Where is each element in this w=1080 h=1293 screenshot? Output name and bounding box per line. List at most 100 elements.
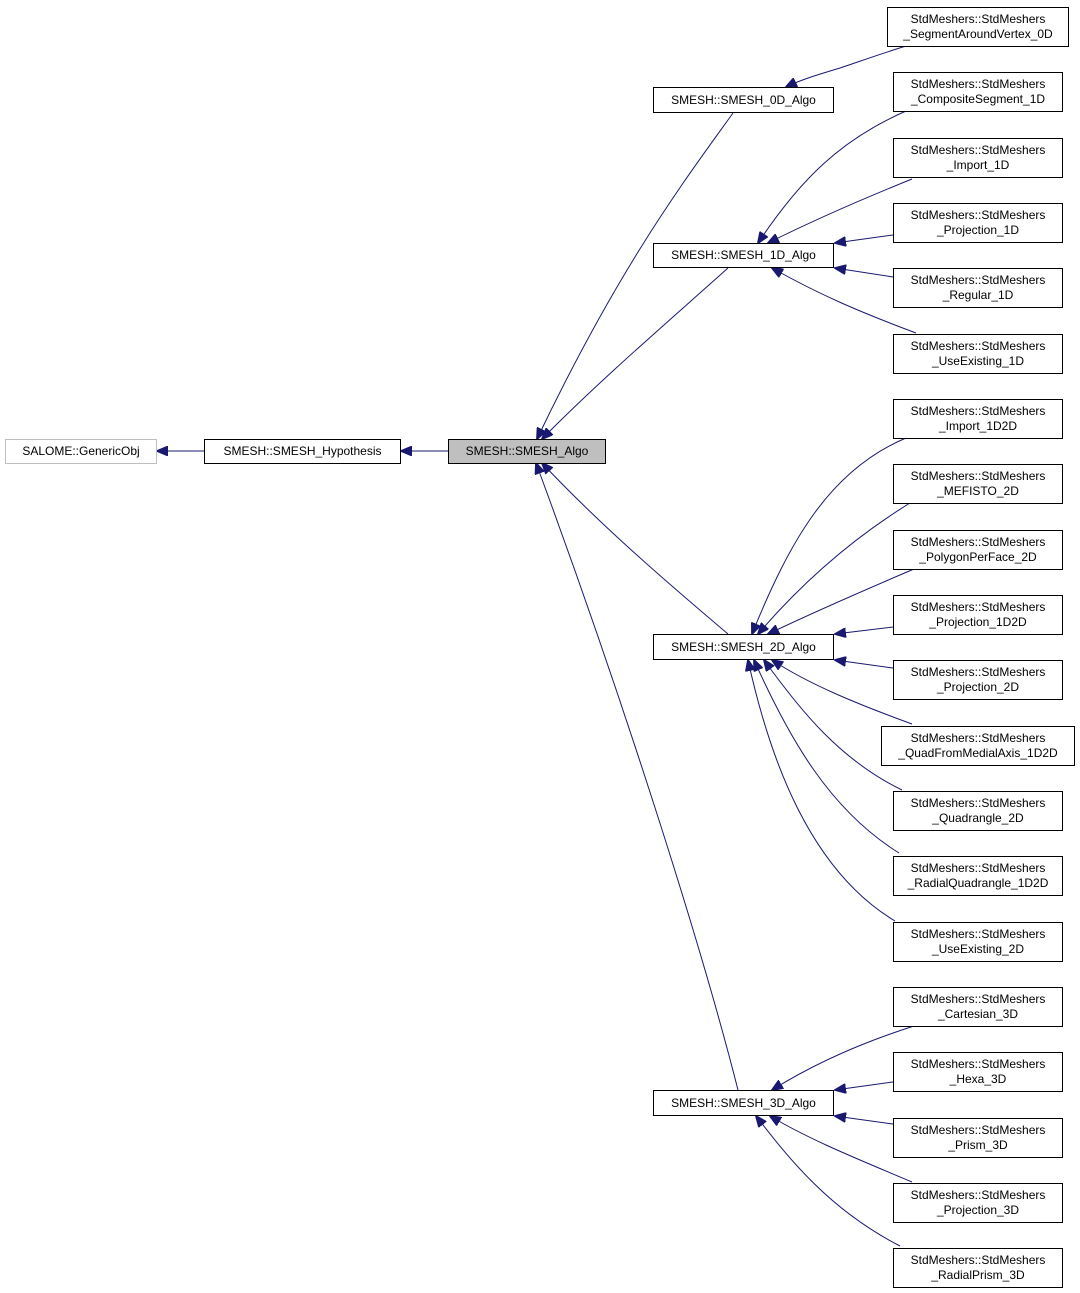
node-label-line-1: StdMeshers::StdMeshers bbox=[910, 404, 1046, 418]
node-label-line-1: StdMeshers::StdMeshers bbox=[910, 665, 1046, 679]
node-use-existing-2d[interactable]: StdMeshers::StdMeshers _UseExisting_2D bbox=[893, 922, 1063, 962]
edge-radialquadrangle-to-2d bbox=[754, 660, 900, 854]
node-label: SMESH::SMESH_0D_Algo bbox=[671, 92, 816, 107]
node-label-line-1: StdMeshers::StdMeshers bbox=[910, 1123, 1046, 1137]
node-label-line-2: _UseExisting_2D bbox=[931, 942, 1025, 956]
node-label-line-2: _Projection_1D2D bbox=[929, 615, 1027, 629]
edge-projection1d2d-to-2d bbox=[835, 626, 894, 634]
node-label: SMESH::SMESH_Algo bbox=[465, 444, 589, 458]
edge-prism-to-3d bbox=[835, 1116, 894, 1125]
node-label-line-1: StdMeshers::StdMeshers bbox=[910, 208, 1046, 222]
edge-segaroundvertex-to-0d bbox=[786, 45, 907, 87]
edge-3d-to-algo bbox=[536, 463, 739, 1091]
node-label-line-1: StdMeshers::StdMeshers bbox=[910, 992, 1046, 1006]
node-import-1d[interactable]: StdMeshers::StdMeshers _Import_1D bbox=[893, 138, 1063, 178]
node-label-line-1: StdMeshers::StdMeshers bbox=[910, 535, 1046, 549]
edge-radialprism-to-3d bbox=[756, 1116, 901, 1247]
node-label-line-1: StdMeshers::StdMeshers bbox=[910, 796, 1046, 810]
node-composite-segment-1d[interactable]: StdMeshers::StdMeshers _CompositeSegment… bbox=[893, 72, 1063, 112]
node-use-existing-1d[interactable]: StdMeshers::StdMeshers _UseExisting_1D bbox=[893, 334, 1063, 374]
node-radial-quadrangle-1d2d[interactable]: StdMeshers::StdMeshers _RadialQuadrangle… bbox=[893, 856, 1063, 896]
edge-compositesegment-to-1d bbox=[758, 110, 907, 243]
edge-projection3d-to-3d bbox=[770, 1116, 913, 1183]
node-label-line-1: StdMeshers::StdMeshers bbox=[910, 143, 1046, 157]
inheritance-edges bbox=[157, 45, 917, 1247]
node-label-line-2: _Projection_1D bbox=[936, 223, 1020, 237]
node-label-line-2: _Hexa_3D bbox=[949, 1072, 1007, 1086]
edge-1d-to-algo bbox=[542, 267, 729, 439]
node-mefisto-2d[interactable]: StdMeshers::StdMeshers _MEFISTO_2D bbox=[893, 464, 1063, 504]
node-label-line-1: StdMeshers::StdMeshers bbox=[910, 927, 1046, 941]
node-quad-from-medial-axis-1d2d[interactable]: StdMeshers::StdMeshers _QuadFromMedialAx… bbox=[881, 726, 1075, 766]
node-label-line-1: StdMeshers::StdMeshers bbox=[910, 1057, 1046, 1071]
node-label-line-2: _Import_1D2D bbox=[938, 419, 1018, 433]
node-label-line-2: _CompositeSegment_1D bbox=[910, 92, 1046, 106]
node-label-line-2: _Regular_1D bbox=[942, 288, 1014, 302]
edge-quadfrommedial-to-2d bbox=[772, 660, 913, 725]
node-label-line-2: _Cartesian_3D bbox=[937, 1007, 1019, 1021]
node-quadrangle-2d[interactable]: StdMeshers::StdMeshers _Quadrangle_2D bbox=[893, 791, 1063, 831]
node-cartesian-3d[interactable]: StdMeshers::StdMeshers _Cartesian_3D bbox=[893, 987, 1063, 1027]
edge-projection2d-to-2d bbox=[835, 660, 894, 669]
node-label: SMESH::SMESH_Hypothesis bbox=[223, 444, 382, 458]
edge-0d-to-algo bbox=[537, 112, 734, 439]
node-label-line-2: _RadialPrism_3D bbox=[931, 1268, 1025, 1282]
node-label-line-2: _Projection_3D bbox=[936, 1203, 1020, 1217]
node-smesh-algo: SMESH::SMESH_Algo bbox=[448, 439, 606, 464]
node-label-line-2: _SegmentAroundVertex_0D bbox=[903, 27, 1053, 41]
node-label-line-1: StdMeshers::StdMeshers bbox=[910, 1188, 1046, 1202]
node-smesh-2d-algo[interactable]: SMESH::SMESH_2D_Algo bbox=[653, 634, 834, 660]
node-label-line-1: StdMeshers::StdMeshers bbox=[910, 77, 1046, 91]
node-label-line-1: StdMeshers::StdMeshers bbox=[910, 861, 1046, 875]
node-prism-3d[interactable]: StdMeshers::StdMeshers _Prism_3D bbox=[893, 1118, 1063, 1158]
node-projection-1d[interactable]: StdMeshers::StdMeshers _Projection_1D bbox=[893, 203, 1063, 243]
node-label-line-2: _PolygonPerFace_2D bbox=[919, 550, 1037, 564]
node-label-line-1: StdMeshers::StdMeshers bbox=[910, 469, 1046, 483]
node-label-line-1: StdMeshers::StdMeshers bbox=[910, 339, 1046, 353]
edge-import1d-to-1d bbox=[768, 178, 913, 243]
node-label-line-1: StdMeshers::StdMeshers bbox=[910, 731, 1046, 745]
node-import-1d2d[interactable]: StdMeshers::StdMeshers _Import_1D2D bbox=[893, 399, 1063, 439]
node-smesh-3d-algo[interactable]: SMESH::SMESH_3D_Algo bbox=[653, 1090, 834, 1116]
node-smesh-1d-algo[interactable]: SMESH::SMESH_1D_Algo bbox=[653, 243, 834, 268]
node-label-line-1: StdMeshers::StdMeshers bbox=[910, 1253, 1046, 1267]
node-label-line-2: _UseExisting_1D bbox=[931, 354, 1025, 368]
node-label-line-2: _Prism_3D bbox=[948, 1138, 1008, 1152]
edge-cartesian-to-3d bbox=[772, 1025, 915, 1090]
node-radial-prism-3d[interactable]: StdMeshers::StdMeshers _RadialPrism_3D bbox=[893, 1248, 1063, 1288]
edge-projection1d-to-1d bbox=[835, 234, 894, 243]
node-label: SALOME::GenericObj bbox=[22, 444, 140, 458]
edge-polygonperface-to-2d bbox=[768, 568, 915, 634]
node-label: SMESH::SMESH_1D_Algo bbox=[671, 248, 816, 262]
node-label-line-1: StdMeshers::StdMeshers bbox=[910, 12, 1046, 26]
node-segment-around-vertex-0d[interactable]: StdMeshers::StdMeshers _SegmentAroundVer… bbox=[887, 7, 1069, 47]
edge-useexisting1d-to-1d bbox=[772, 268, 917, 334]
edge-regular1d-to-1d bbox=[835, 268, 894, 278]
node-projection-3d[interactable]: StdMeshers::StdMeshers _Projection_3D bbox=[893, 1183, 1063, 1223]
node-label: SMESH::SMESH_2D_Algo bbox=[671, 639, 816, 654]
node-smesh-hypothesis[interactable]: SMESH::SMESH_Hypothesis bbox=[204, 439, 401, 464]
node-label-line-2: _Projection_2D bbox=[936, 680, 1020, 694]
node-hexa-3d[interactable]: StdMeshers::StdMeshers _Hexa_3D bbox=[893, 1052, 1063, 1092]
node-label-line-2: _MEFISTO_2D bbox=[937, 484, 1019, 498]
node-polygon-per-face-2d[interactable]: StdMeshers::StdMeshers _PolygonPerFace_2… bbox=[893, 530, 1063, 570]
node-label-line-1: StdMeshers::StdMeshers bbox=[910, 273, 1046, 287]
edge-import1d2d-to-2d bbox=[752, 437, 907, 634]
node-projection-2d[interactable]: StdMeshers::StdMeshers _Projection_2D bbox=[893, 660, 1063, 700]
edge-hexa-to-3d bbox=[835, 1081, 894, 1090]
node-projection-1d2d[interactable]: StdMeshers::StdMeshers _Projection_1D2D bbox=[893, 595, 1063, 635]
node-regular-1d[interactable]: StdMeshers::StdMeshers _Regular_1D bbox=[893, 268, 1063, 308]
edge-useexisting2d-to-2d bbox=[748, 660, 896, 922]
node-label: SMESH::SMESH_3D_Algo bbox=[671, 1095, 816, 1110]
node-label-line-2: _RadialQuadrangle_1D2D bbox=[907, 876, 1049, 890]
node-salome-genericobj[interactable]: SALOME::GenericObj bbox=[5, 439, 157, 464]
node-label-line-2: _Import_1D bbox=[946, 158, 1010, 172]
edge-quadrangle-to-2d bbox=[764, 660, 903, 791]
edge-2d-to-algo bbox=[542, 463, 729, 635]
node-label-line-2: _Quadrangle_2D bbox=[932, 811, 1024, 825]
node-label-line-1: StdMeshers::StdMeshers bbox=[910, 600, 1046, 614]
edge-mefisto-to-2d bbox=[758, 502, 911, 634]
node-smesh-0d-algo[interactable]: SMESH::SMESH_0D_Algo bbox=[653, 87, 834, 113]
node-label-line-2: _QuadFromMedialAxis_1D2D bbox=[898, 746, 1058, 760]
